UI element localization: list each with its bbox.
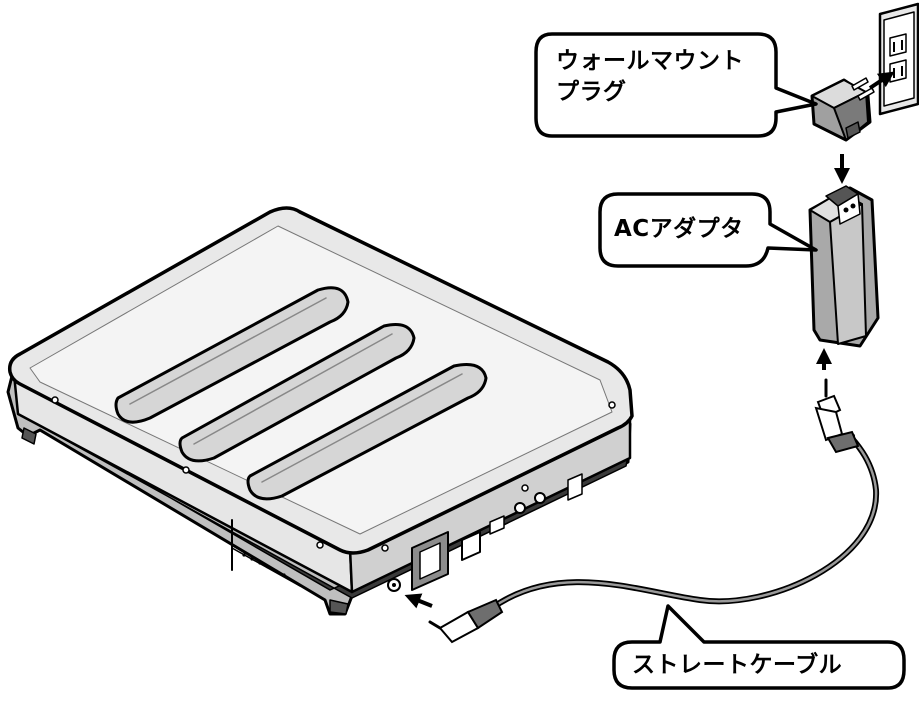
callout-label-straight-cable: ストレートケーブル [632,652,843,678]
callout-bubble-wall-plug [534,32,818,138]
wall-outlet-icon [878,2,919,116]
arrow-icon [404,71,895,609]
straight-cable-icon [428,378,880,644]
laptop-illustration [6,206,634,616]
callout-bubble-ac-adapter [598,192,818,268]
callout-label-wall-mount-plug: ウォールマウント プラグ [556,48,744,105]
callout-bubble-straight-cable [612,604,906,690]
callout-label-ac-adapter: ACアダプタ [614,216,744,242]
ac-adapter-icon [808,185,880,348]
wall-mount-plug-icon [810,77,875,142]
